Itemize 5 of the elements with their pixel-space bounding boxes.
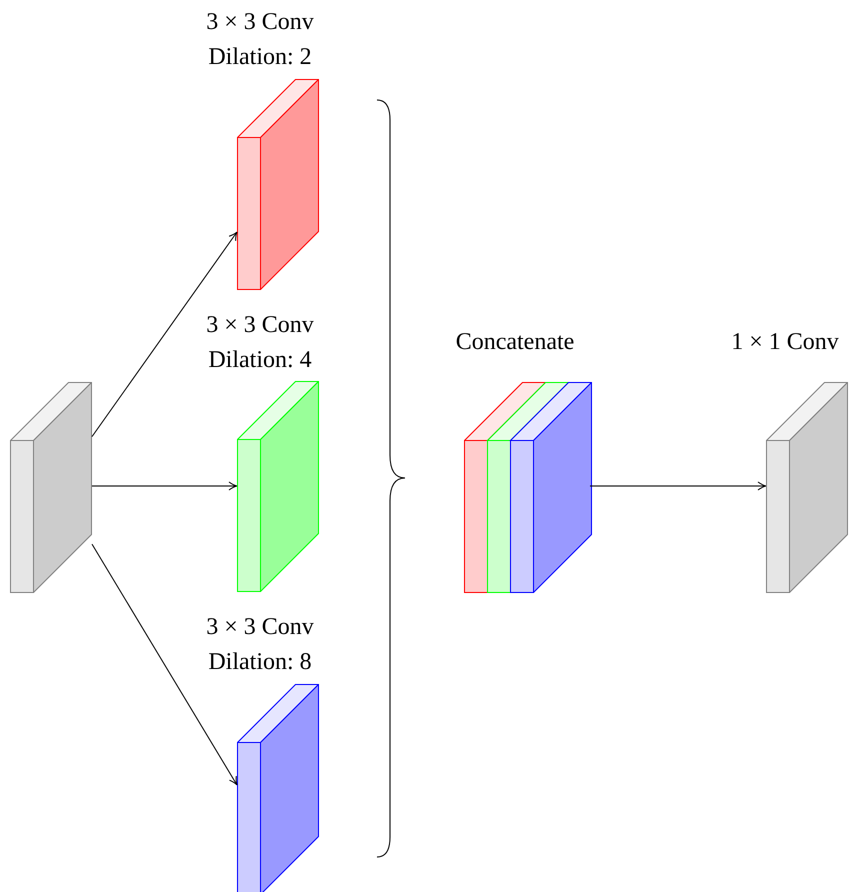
layer-label: Concatenate: [454, 328, 576, 357]
layer-label: 3 × 3 Conv Dilation: 8: [205, 613, 315, 677]
layer-label: 3 × 3 Conv Dilation: 4: [205, 311, 315, 375]
layer-label: 1 × 1 Conv: [730, 328, 840, 357]
layer-label: 3 × 3 Conv Dilation: 2: [205, 8, 315, 72]
